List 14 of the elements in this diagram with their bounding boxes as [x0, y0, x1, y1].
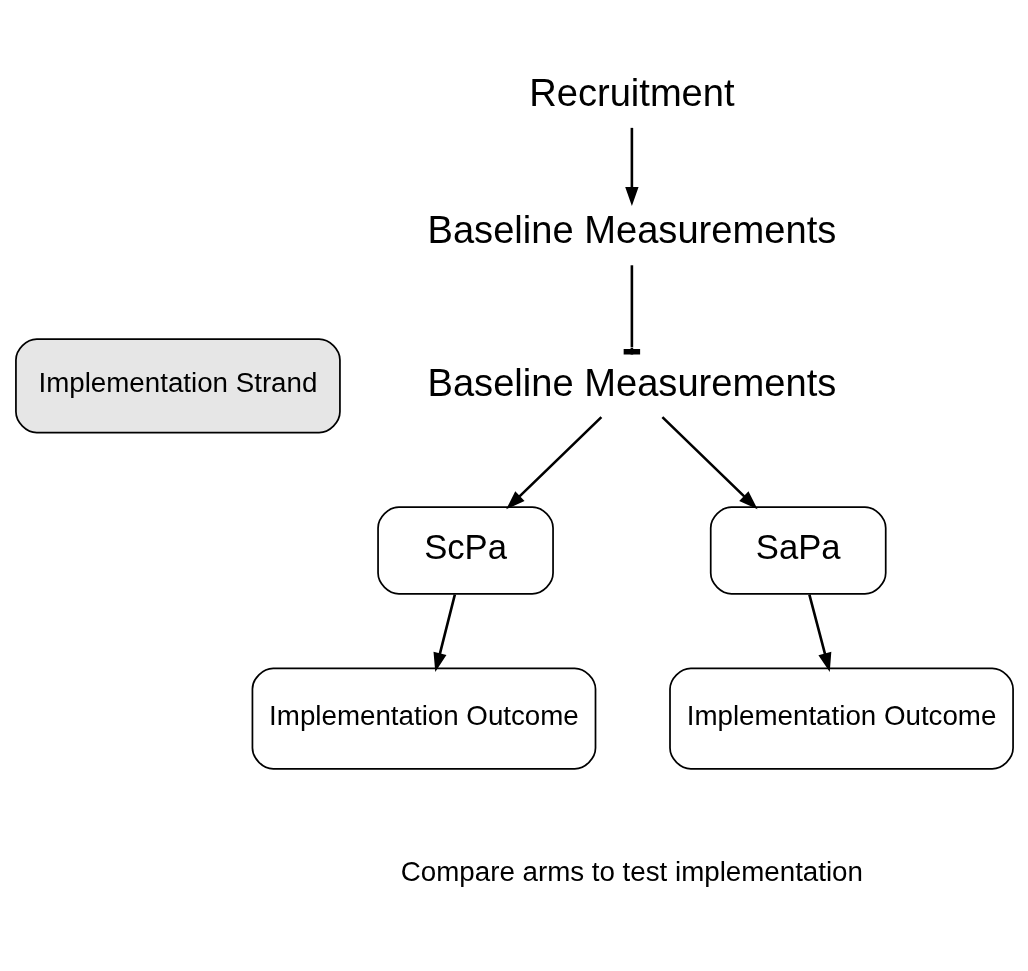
arrow	[661, 416, 758, 510]
arrow	[505, 416, 602, 510]
arrow	[807, 594, 831, 672]
node-box: SaPa	[709, 506, 887, 595]
node-box: Implementation Outcome	[668, 667, 1014, 770]
node-text: Baseline Measurements	[426, 209, 836, 252]
node-box: Implementation Outcome	[251, 667, 596, 770]
arrow	[433, 594, 456, 672]
node-box: Implementation Strand	[14, 338, 341, 434]
label: Compare arms to test implementation	[400, 856, 863, 888]
node-box: ScPa	[376, 506, 554, 595]
node-text: Baseline Measurements	[426, 361, 836, 404]
arrow	[624, 127, 639, 207]
node-text: Recruitment	[528, 72, 735, 115]
